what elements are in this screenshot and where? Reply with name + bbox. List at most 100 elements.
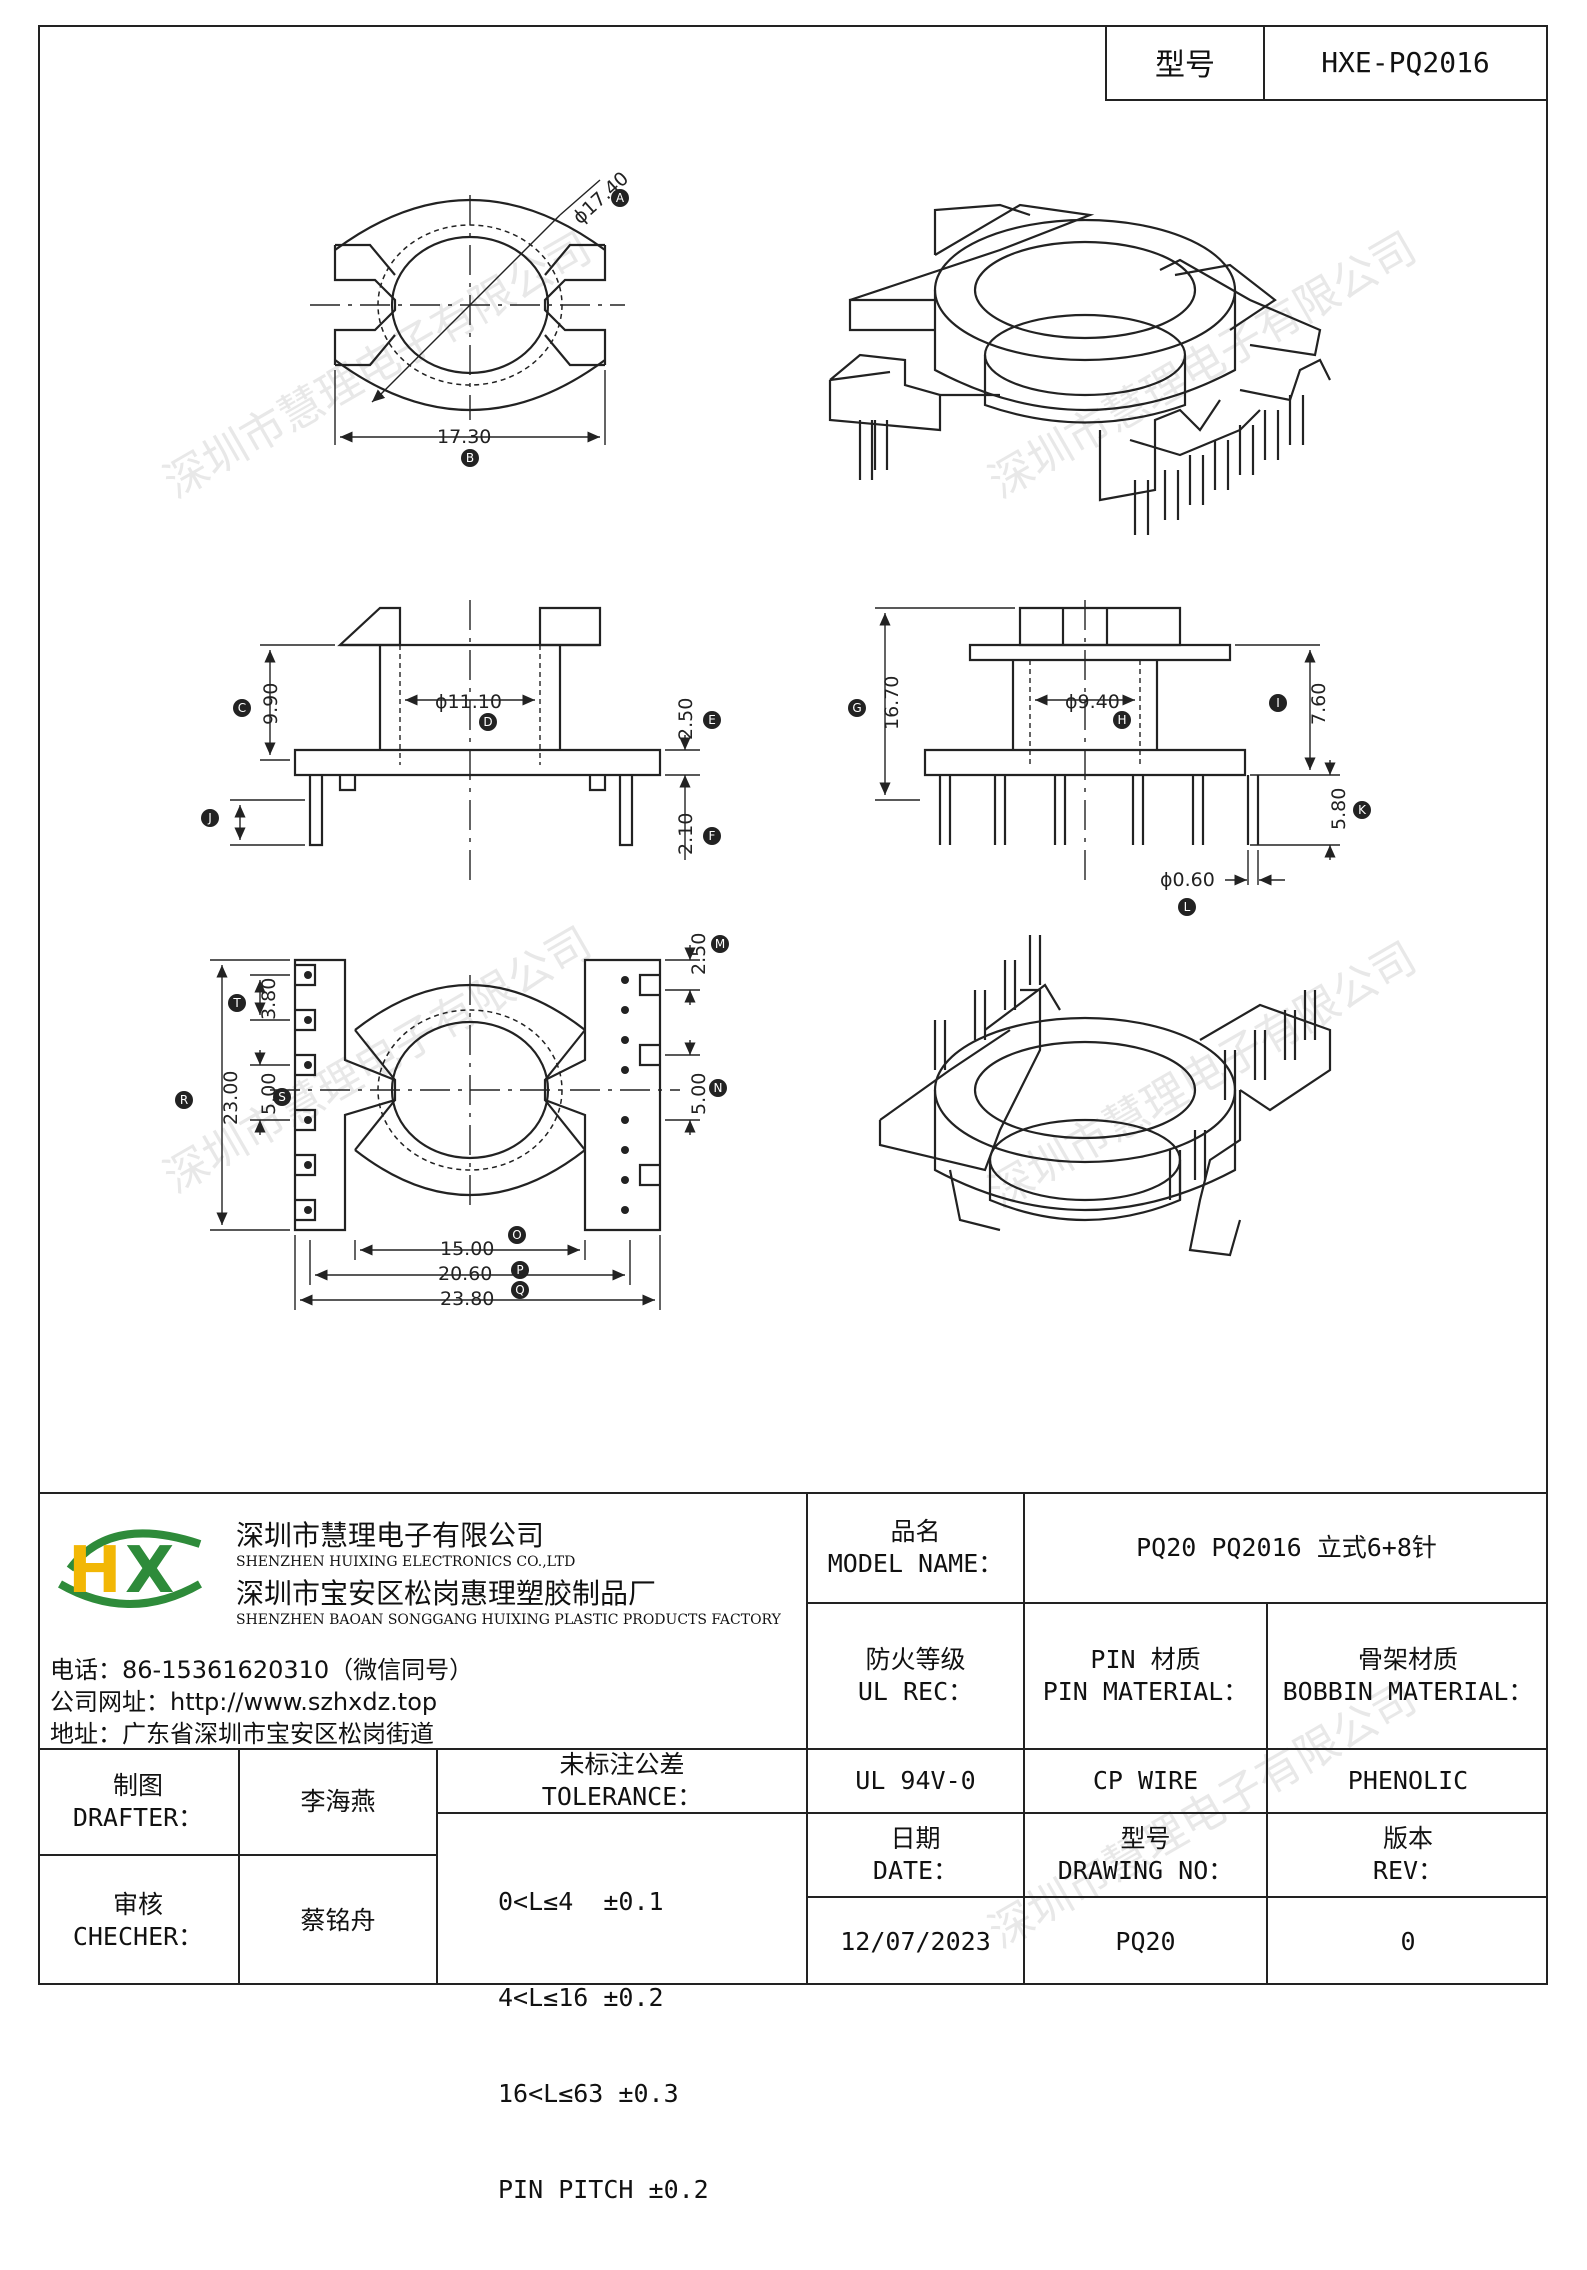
date-value: 12/07/2023 bbox=[840, 1926, 991, 1956]
dim-d5-00b: 5.00 bbox=[688, 1073, 710, 1115]
dim-d23-00: 23.00 bbox=[220, 1071, 242, 1125]
company-address: 地址：广东省深圳市宝安区松岗街道 bbox=[50, 1720, 434, 1748]
balloon-c: C bbox=[233, 699, 251, 717]
svg-text:S: S bbox=[278, 1090, 286, 1104]
balloon-q: Q bbox=[511, 1281, 529, 1299]
checker-label-en: CHECHER： bbox=[72, 1921, 204, 1951]
bobbin-material-value: PHENOLIC bbox=[1347, 1766, 1469, 1795]
dim-d0-60: ϕ0.60 bbox=[1160, 869, 1215, 891]
svg-text:A: A bbox=[616, 191, 625, 205]
dim-d11-10: ϕ11.10 bbox=[435, 691, 502, 713]
dim-d2-50a: 2.50 bbox=[675, 698, 697, 740]
company-name-en: SHENZHEN HUIXING ELECTRONICS CO.,LTD bbox=[236, 1554, 576, 1570]
dim-d2-10: 2.10 bbox=[675, 813, 697, 855]
model-name-label-cn: 品名 bbox=[890, 1517, 941, 1546]
svg-text:O: O bbox=[512, 1228, 521, 1242]
ul-rec-label-cn: 防火等级 bbox=[865, 1645, 966, 1674]
svg-text:M: M bbox=[715, 937, 725, 951]
svg-text:N: N bbox=[714, 1081, 723, 1095]
rev-value: 0 bbox=[1400, 1926, 1416, 1956]
svg-text:H: H bbox=[68, 1534, 122, 1608]
drafter-value: 李海燕 bbox=[300, 1787, 376, 1816]
header-model-label: 型号 bbox=[1155, 48, 1215, 83]
drafter-label: 制图 DRAFTER： bbox=[38, 1750, 238, 1854]
model-name-label: 品名 MODEL NAME： bbox=[808, 1494, 1023, 1602]
balloon-j: J bbox=[201, 809, 219, 827]
iso-view-top bbox=[828, 203, 1331, 535]
rev-label-en: REV： bbox=[1372, 1856, 1444, 1885]
balloon-d: D bbox=[479, 713, 497, 731]
iso-view-bottom bbox=[878, 935, 1332, 1257]
model-name-value: PQ20 PQ2016 立式6+8针 bbox=[1136, 1533, 1437, 1562]
dim-d9-90: 9.90 bbox=[260, 683, 282, 725]
dim-d15-00: 15.00 bbox=[440, 1238, 494, 1260]
bobbin-material-label-en: BOBBIN MATERIAL： bbox=[1282, 1677, 1534, 1706]
top-view bbox=[310, 179, 625, 445]
balloon-b: B bbox=[461, 449, 479, 467]
dim-d7-60: 7.60 bbox=[1308, 683, 1330, 725]
model-name-label-en: MODEL NAME： bbox=[827, 1549, 1004, 1578]
factory-name-en: SHENZHEN BAOAN SONGGANG HUIXING PLASTIC … bbox=[236, 1612, 781, 1628]
dim-d17-30: 17.30 bbox=[437, 426, 491, 448]
balloon-i: I bbox=[1269, 694, 1287, 712]
company-website: 公司网址：http://www.szhxdz.top bbox=[50, 1688, 438, 1716]
dim-d9-40: ϕ9.40 bbox=[1065, 691, 1120, 713]
front-view bbox=[230, 600, 700, 880]
company-logo: H X bbox=[50, 1514, 220, 1614]
balloon-k: K bbox=[1353, 801, 1371, 819]
svg-text:E: E bbox=[708, 713, 716, 727]
bottom-view bbox=[210, 945, 700, 1310]
ul-rec-value: UL 94V-0 bbox=[855, 1766, 976, 1795]
pin-material-label-cn: PIN 材质 bbox=[1090, 1645, 1201, 1674]
tolerance-label-cn: 未标注公差 bbox=[559, 1750, 685, 1779]
dim-d2-50b: 2.50 bbox=[688, 933, 710, 975]
balloon-h: H bbox=[1113, 711, 1131, 729]
svg-text:C: C bbox=[238, 701, 246, 715]
pin-material-label: PIN 材质 PIN MATERIAL： bbox=[1025, 1604, 1266, 1748]
side-view bbox=[875, 600, 1340, 886]
balloon-n: N bbox=[709, 1079, 727, 1097]
header-model-box: 型号 HXE-PQ2016 bbox=[1105, 25, 1548, 101]
title-block: H X 深圳市慧理电子有限公司 SHENZHEN HUIXING ELECTRO… bbox=[38, 1492, 1548, 2204]
svg-text:B: B bbox=[466, 451, 474, 465]
checker-value: 蔡铭舟 bbox=[300, 1905, 376, 1935]
bottom-view-pin-holes bbox=[304, 971, 629, 1214]
balloon-f: F bbox=[703, 827, 721, 845]
svg-text:R: R bbox=[180, 1093, 188, 1107]
balloon-p: P bbox=[511, 1261, 529, 1279]
company-name-cn: 深圳市慧理电子有限公司 bbox=[236, 1519, 545, 1552]
tolerance-label-en: TOLERANCE： bbox=[541, 1782, 703, 1811]
dim-d3-80: 3.80 bbox=[258, 978, 280, 1020]
date-label-en: DATE： bbox=[872, 1856, 959, 1885]
balloon-s: S bbox=[273, 1088, 291, 1106]
bobbin-material-label-cn: 骨架材质 bbox=[1357, 1645, 1458, 1674]
svg-text:H: H bbox=[1117, 713, 1126, 727]
dim-d20-60: 20.60 bbox=[438, 1263, 492, 1285]
svg-text:L: L bbox=[1184, 900, 1191, 914]
svg-text:F: F bbox=[709, 829, 716, 843]
drawing-no-label-en: DRAWING NO： bbox=[1057, 1856, 1234, 1885]
svg-text:X: X bbox=[125, 1534, 174, 1608]
tolerance-line: 16<L≤63 ±0.3 bbox=[498, 2079, 679, 2108]
checker-label-cn: 审核 bbox=[112, 1889, 163, 1919]
technical-drawing: ϕ17.40 17.30 9.90 ϕ11.10 2.50 2.10 16.70… bbox=[175, 168, 1371, 1310]
header-model-value: HXE-PQ2016 bbox=[1321, 45, 1490, 79]
factory-name-cn: 深圳市宝安区松岗惠理塑胶制品厂 bbox=[236, 1577, 657, 1610]
svg-text:I: I bbox=[1276, 696, 1280, 710]
date-label-cn: 日期 bbox=[890, 1824, 941, 1853]
balloon-l: L bbox=[1178, 898, 1196, 916]
drawing-frame bbox=[38, 25, 1548, 1985]
tolerance-list: 0<L≤4 ±0.1 4<L≤16 ±0.2 16<L≤63 ±0.3 PIN … bbox=[498, 1822, 798, 2270]
dim-d23-80: 23.80 bbox=[440, 1288, 494, 1310]
balloon-r: R bbox=[175, 1091, 193, 1109]
rev-label: 版本 REV： bbox=[1268, 1814, 1548, 1896]
balloon-m: M bbox=[711, 935, 729, 953]
ul-rec-label-en: UL REC： bbox=[857, 1677, 974, 1706]
balloon-g: G bbox=[848, 699, 866, 717]
pin-material-value: CP WIRE bbox=[1092, 1766, 1199, 1795]
company-phone: 电话：86-15361620310（微信同号） bbox=[50, 1656, 474, 1684]
tolerance-line: 0<L≤4 ±0.1 bbox=[498, 1887, 664, 1916]
drafter-label-en: DRAFTER： bbox=[72, 1803, 204, 1832]
dim-d5-00a: 5.00 bbox=[258, 1073, 280, 1115]
rev-label-cn: 版本 bbox=[1382, 1824, 1433, 1853]
